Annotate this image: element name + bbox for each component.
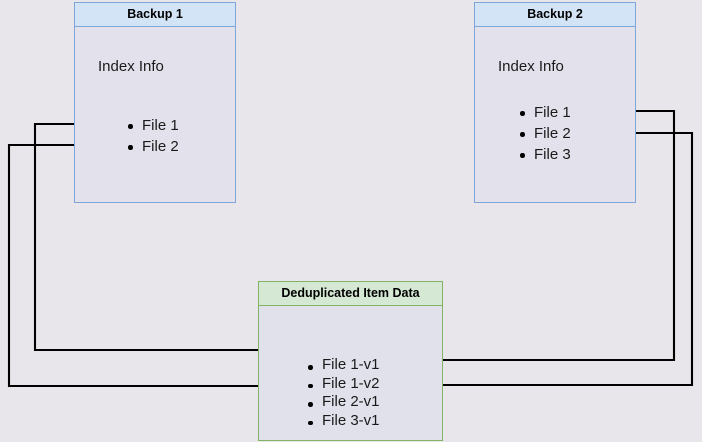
list-item[interactable]: File 1-v2 [306,375,380,394]
edge-backup2-file1-to-file1v2 [400,109,676,362]
node-backup-1-title: Backup 1 [75,3,235,27]
list-item[interactable]: File 2 [126,136,179,157]
node-dedup-body: File 1-v1 File 1-v2 File 2-v1 File 3-v1 [259,306,442,440]
node-backup-2-title: Backup 2 [475,3,635,27]
list-item[interactable]: File 2-v1 [306,393,380,412]
list-item[interactable]: File 1 [518,102,571,123]
node-deduplicated-item-data[interactable]: Deduplicated Item Data File 1-v1 File 1-… [258,281,443,441]
list-item[interactable]: File 3-v1 [306,412,380,431]
backup-1-index-info-label: Index Info [98,58,164,75]
edge-backup2-file2-to-file2v1 [400,131,694,387]
list-item[interactable]: File 1-v1 [306,356,380,375]
backup-1-file-list: File 1 File 2 [126,115,179,157]
dedup-item-list: File 1-v1 File 1-v2 File 2-v1 File 3-v1 [306,356,380,430]
node-backup-1-body: Index Info File 1 File 2 [75,27,235,202]
node-backup-2[interactable]: Backup 2 Index Info File 1 File 2 File 3 [474,2,636,203]
node-dedup-title: Deduplicated Item Data [259,282,442,306]
node-backup-2-body: Index Info File 1 File 2 File 3 [475,27,635,202]
backup-2-file-list: File 1 File 2 File 3 [518,102,571,165]
backup-2-index-info-label: Index Info [498,58,564,75]
list-item[interactable]: File 3 [518,144,571,165]
node-backup-1[interactable]: Backup 1 Index Info File 1 File 2 [74,2,236,203]
edge-backup1-file2-to-file2v1 [7,143,296,388]
list-item[interactable]: File 2 [518,123,571,144]
list-item[interactable]: File 1 [126,115,179,136]
